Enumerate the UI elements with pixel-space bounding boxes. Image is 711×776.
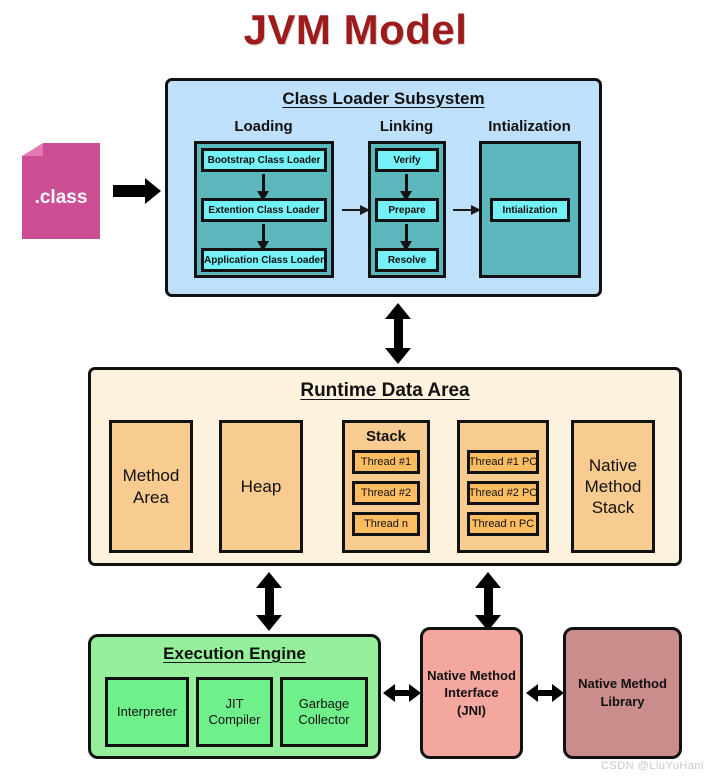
arrow-runtime-to-jni <box>475 572 501 631</box>
method-area-box: Method Area <box>109 420 193 553</box>
file-document-icon <box>22 143 100 239</box>
arrow-verify-to-prepare <box>400 174 412 201</box>
heap-box: Heap <box>219 420 303 553</box>
class-file-icon: .class <box>22 143 100 239</box>
extention-class-loader-box: Extention Class Loader <box>201 198 327 222</box>
arrow-jni-to-native-library <box>526 684 564 702</box>
pc-register-column: Thread #1 PC Thread #2 PC Thread n PC <box>457 420 549 553</box>
column-heading-loading: Loading <box>234 118 293 135</box>
interpreter-box: Interpreter <box>105 677 189 747</box>
native-method-interface-label: Native Method Interface (JNI) <box>427 667 516 718</box>
native-method-library-box: Native Method Library <box>563 627 682 759</box>
class-loader-subsystem-panel: Class Loader Subsystem Loading Linking I… <box>165 78 602 297</box>
column-heading-linking: Linking <box>379 118 434 135</box>
native-method-stack-box: Native Method Stack <box>571 420 655 553</box>
stack-heading: Stack <box>365 428 407 445</box>
interpreter-label: Interpreter <box>117 704 177 720</box>
arrow-bootstrap-to-extension <box>257 174 269 201</box>
runtime-data-area-panel: Runtime Data Area Method Area Heap Stack… <box>88 367 682 566</box>
jit-compiler-box: JIT Compiler <box>196 677 273 747</box>
pc-register-thread-1: Thread #1 PC <box>467 450 539 474</box>
arrow-execution-engine-to-jni <box>383 684 421 702</box>
initialization-box: Intialization <box>490 198 570 222</box>
arrow-runtime-to-execution-engine <box>256 572 282 631</box>
heap-label: Heap <box>240 476 282 496</box>
execution-engine-panel: Execution Engine Interpreter JIT Compile… <box>88 634 381 759</box>
bootstrap-class-loader-box: Bootstrap Class Loader <box>201 148 327 172</box>
arrow-loader-to-runtime <box>385 303 411 364</box>
native-method-stack-label: Native Method Stack <box>584 455 642 518</box>
stack-thread-2: Thread #2 <box>352 481 420 505</box>
class-loader-subsystem-title: Class Loader Subsystem <box>282 89 485 108</box>
arrow-extension-to-application <box>257 224 269 251</box>
native-method-interface-box: Native Method Interface (JNI) <box>420 627 523 759</box>
pc-register-thread-2: Thread #2 PC <box>467 481 539 505</box>
jit-compiler-label: JIT Compiler <box>208 696 261 727</box>
class-file-label: .class <box>34 187 88 208</box>
verify-box: Verify <box>375 148 439 172</box>
stack-thread-1: Thread #1 <box>352 450 420 474</box>
arrow-class-to-loader <box>113 178 161 204</box>
arrow-loading-to-linking <box>342 205 370 215</box>
stack-column: Stack Thread #1 Thread #2 Thread n <box>342 420 430 553</box>
execution-engine-title: Execution Engine <box>163 644 306 663</box>
garbage-collector-box: Garbage Collector <box>280 677 368 747</box>
garbage-collector-label: Garbage Collector <box>298 696 350 727</box>
resolve-box: Resolve <box>375 248 439 272</box>
watermark-text: CSDN @LiuYuHani <box>600 760 704 772</box>
file-fold-corner-icon <box>22 143 43 156</box>
method-area-label: Method Area <box>122 466 180 507</box>
native-method-library-label: Native Method Library <box>578 676 667 709</box>
prepare-box: Prepare <box>375 198 439 222</box>
page-title: JVM Model <box>243 6 468 53</box>
pc-register-thread-n: Thread n PC <box>467 512 539 536</box>
column-heading-initialization: Intialization <box>488 118 571 135</box>
stack-thread-n: Thread n <box>352 512 420 536</box>
runtime-data-area-title: Runtime Data Area <box>300 380 470 401</box>
arrow-prepare-to-resolve <box>400 224 412 251</box>
application-class-loader-box: Application Class Loader <box>201 248 327 272</box>
arrow-linking-to-initialization <box>453 205 481 215</box>
